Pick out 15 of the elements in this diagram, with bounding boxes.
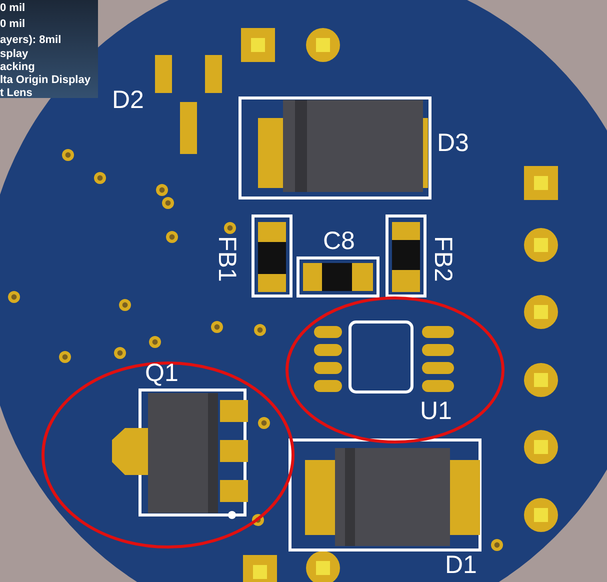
info-text: lta Origin Display: [0, 74, 90, 86]
info-text: 0 mil: [0, 18, 26, 30]
info-text: ayers): 8mil: [0, 34, 62, 46]
component-label: D1: [445, 552, 477, 578]
info-text: 0 mil: [0, 2, 26, 14]
info-text: t Lens: [0, 87, 32, 99]
component-label: FB2: [430, 236, 456, 282]
component-label: U1: [420, 398, 452, 424]
component-label: FB1: [214, 236, 240, 282]
info-text: acking: [0, 61, 35, 73]
component-label: D3: [437, 130, 469, 156]
component-label: C8: [323, 228, 355, 254]
component-label: Q1: [145, 360, 178, 386]
component-label: D2: [112, 87, 144, 113]
info-text: splay: [0, 48, 28, 60]
